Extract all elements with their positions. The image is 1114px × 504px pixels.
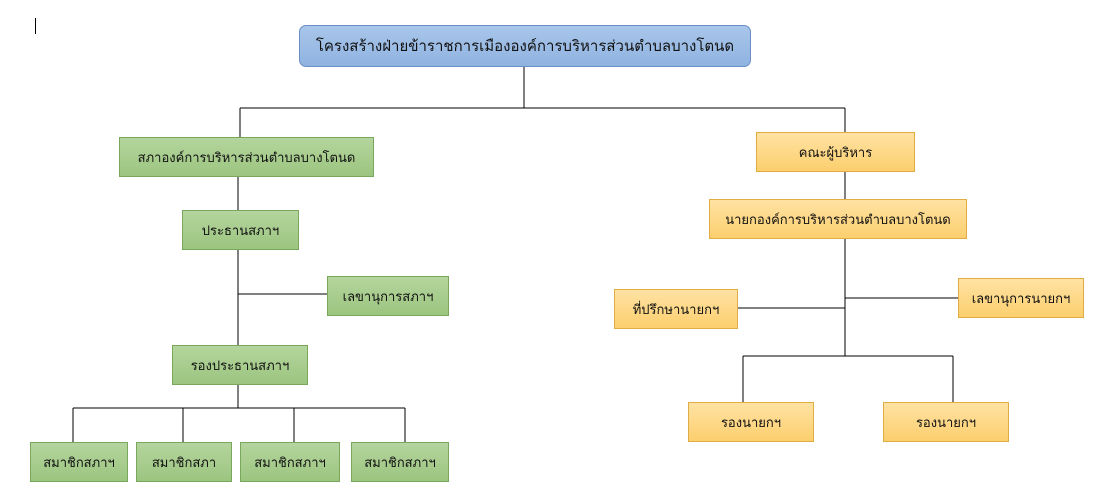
council-member-node: สมาชิกสภาฯ: [240, 442, 340, 482]
text-cursor: [35, 18, 36, 34]
root-node: โครงสร้างฝ่ายข้าราชการเมืององค์การบริหาร…: [299, 25, 751, 67]
executive-board-node: คณะผู้บริหาร: [756, 132, 915, 172]
council-secretary-node: เลขานุการสภาฯ: [327, 276, 449, 316]
mayor-advisor-node: ที่ปรึกษานายกฯ: [614, 289, 738, 329]
council-node: สภาองค์การบริหารส่วนตำบลบางโตนด: [119, 137, 374, 177]
deputy-mayor-node: รองนายกฯ: [688, 402, 814, 442]
mayor-node: นายกองค์การบริหารส่วนตำบลบางโตนด: [709, 199, 967, 239]
council-vice-chair-node: รองประธานสภาฯ: [172, 345, 308, 385]
council-chair-node: ประธานสภาฯ: [182, 210, 299, 250]
council-member-node: สมาชิกสภา: [136, 442, 232, 482]
deputy-mayor-node: รองนายกฯ: [883, 402, 1009, 442]
council-member-node: สมาชิกสภาฯ: [351, 442, 449, 482]
council-member-node: สมาชิกสภาฯ: [30, 442, 128, 482]
mayor-secretary-node: เลขานุการนายกฯ: [958, 278, 1084, 318]
